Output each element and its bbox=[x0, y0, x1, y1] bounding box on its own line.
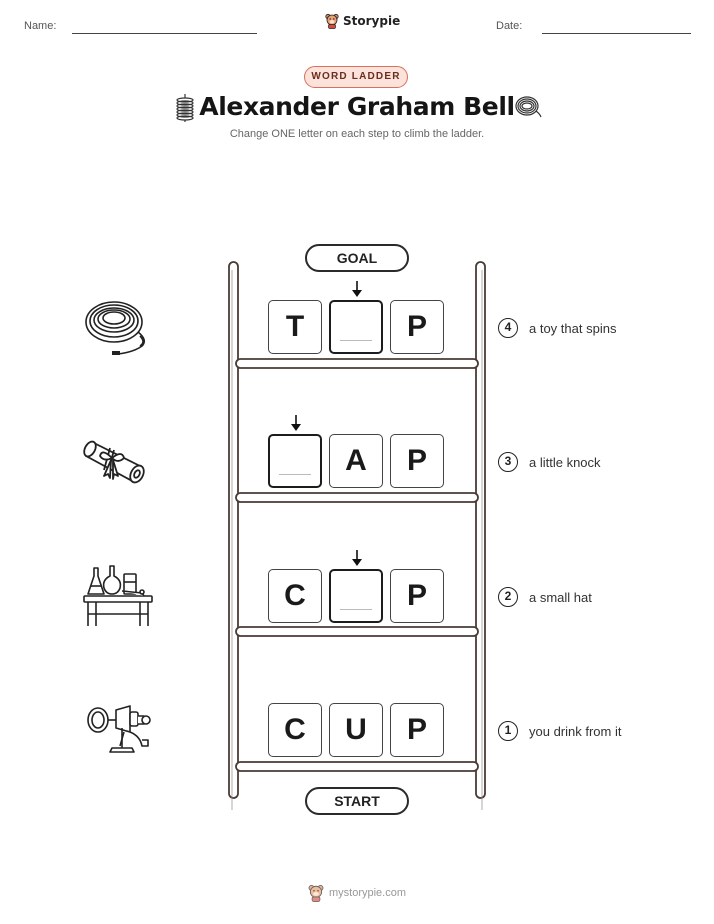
blank-letter-tile[interactable] bbox=[329, 300, 383, 354]
name-line[interactable] bbox=[72, 33, 257, 34]
page-title: Alexander Graham Bell bbox=[199, 92, 515, 121]
name-label: Name: bbox=[24, 20, 57, 32]
date-label: Date: bbox=[496, 20, 523, 32]
coiled-wire-small-icon bbox=[515, 96, 542, 118]
clue-number: 4 bbox=[498, 318, 518, 338]
letter-tile: U bbox=[329, 703, 383, 757]
letter-tile: P bbox=[390, 569, 444, 623]
telephone-apparatus-icon bbox=[87, 705, 151, 753]
lab-table-icon bbox=[83, 565, 153, 626]
goal-label: GOAL bbox=[305, 244, 409, 272]
letter-tile: C bbox=[268, 569, 322, 623]
bear-mascot-icon bbox=[325, 13, 339, 29]
letter-tile: C bbox=[268, 703, 322, 757]
bear-mascot-icon bbox=[308, 885, 324, 902]
clue-text: a little knock bbox=[529, 455, 601, 470]
date-line[interactable] bbox=[542, 33, 691, 34]
brand-logo: Storypie bbox=[325, 13, 400, 29]
coil-icon bbox=[176, 94, 194, 122]
clue-text: a toy that spins bbox=[529, 321, 617, 336]
instructions: Change ONE letter on each step to climb … bbox=[229, 128, 485, 140]
footer-site: mystorypie.com bbox=[328, 887, 407, 899]
letter-tile: P bbox=[390, 300, 444, 354]
start-label: START bbox=[305, 787, 409, 815]
scroll-icon bbox=[83, 440, 145, 484]
clue-number: 3 bbox=[498, 452, 518, 472]
clue-text: a small hat bbox=[529, 590, 592, 605]
arrow-down-icon bbox=[352, 281, 362, 297]
brand-name: Storypie bbox=[343, 14, 401, 28]
word-ladder-badge: WORD LADDER bbox=[304, 66, 408, 88]
blank-letter-tile[interactable] bbox=[268, 434, 322, 488]
arrow-down-icon bbox=[352, 550, 362, 566]
letter-tile: P bbox=[390, 434, 444, 488]
letter-tile: T bbox=[268, 300, 322, 354]
coiled-wire-icon bbox=[85, 301, 146, 355]
letter-tile: A bbox=[329, 434, 383, 488]
blank-letter-tile[interactable] bbox=[329, 569, 383, 623]
arrow-down-icon bbox=[291, 415, 301, 431]
clue-number: 2 bbox=[498, 587, 518, 607]
clue-text: you drink from it bbox=[529, 724, 622, 739]
footer: mystorypie.com bbox=[0, 884, 714, 902]
letter-tile: P bbox=[390, 703, 444, 757]
clue-number: 1 bbox=[498, 721, 518, 741]
